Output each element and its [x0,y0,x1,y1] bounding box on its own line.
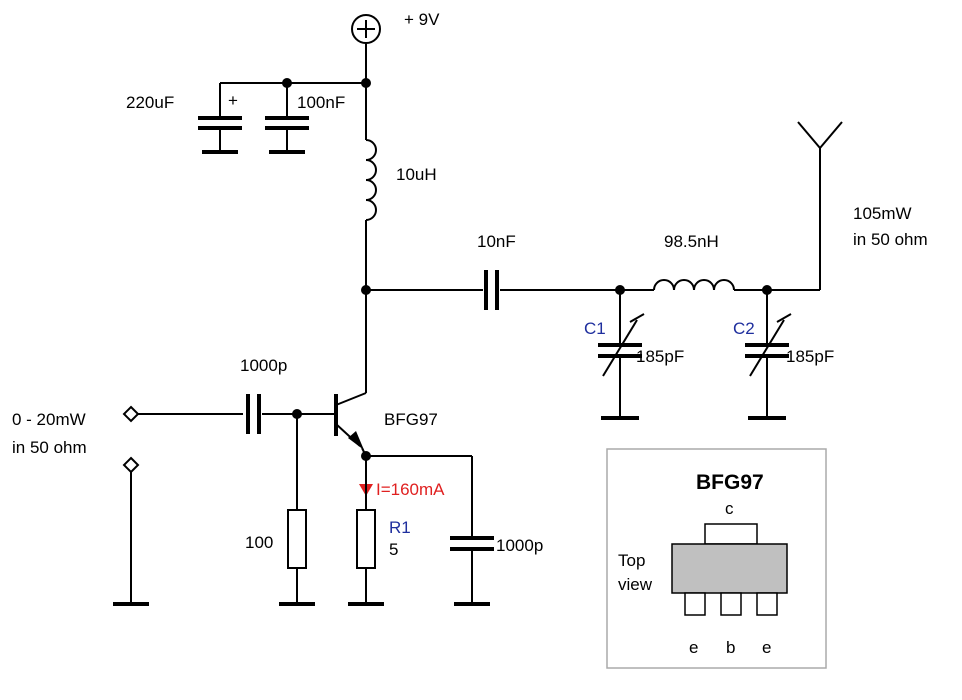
trimmer-c1-name: C1 [584,319,606,338]
supply-terminal [351,14,381,44]
package-title: BFG97 [696,471,764,494]
antenna-icon [797,121,843,290]
capacitor-100nf [265,83,309,154]
capacitor-220uf-polarity: + [228,91,238,110]
supply-rail [220,43,371,140]
capacitor-1000p-emitter [450,456,494,606]
package-pin-e-right: e [762,638,771,657]
supply-label: + 9V [404,10,440,29]
inductor-10uh [365,139,377,290]
current-label: I=160mA [376,480,445,499]
capacitor-1000p-emitter-label: 1000p [496,536,543,555]
trimmer-c2-name: C2 [733,319,755,338]
capacitor-10nf [484,270,625,310]
transistor-bfg97 [334,392,367,457]
capacitor-10nf-label: 10nF [477,232,516,251]
emitter-node [361,451,472,478]
trimmer-c1-value: 185pF [636,347,684,366]
package-view-line1: Top [618,551,645,570]
package-pin-c: c [725,499,734,518]
trimmer-c2-value: 185pF [786,347,834,366]
capacitor-220uf-label: 220uF [126,93,174,112]
inductor-98nh [620,279,820,295]
capacitor-1000p-input [246,394,334,434]
collector-node [361,285,483,393]
input-terminal-ground [113,456,149,606]
output-impedance-label: in 50 ohm [853,230,928,249]
package-inset [606,448,827,669]
package-pin-e-left: e [689,638,698,657]
inductor-10uh-label: 10uH [396,165,437,184]
output-power-label: 105mW [853,204,912,223]
input-power-label: 0 - 20mW [12,410,86,429]
capacitor-220uf [198,83,242,154]
resistor-r1 [348,478,384,606]
capacitor-100nf-label: 100nF [297,93,345,112]
capacitor-1000p-input-label: 1000p [240,356,287,375]
package-pin-b: b [726,638,735,657]
transistor-label: BFG97 [384,410,438,429]
resistor-100 [279,414,315,606]
resistor-r1-value: 5 [389,540,398,559]
resistor-r1-name: R1 [389,518,411,537]
package-view-line2: view [618,575,653,594]
trimmer-c2 [745,290,792,420]
trimmer-c1 [598,290,645,420]
inductor-98nh-label: 98.5nH [664,232,719,251]
input-impedance-label: in 50 ohm [12,438,87,457]
resistor-100-label: 100 [245,533,273,552]
input-terminal-signal [122,405,243,423]
